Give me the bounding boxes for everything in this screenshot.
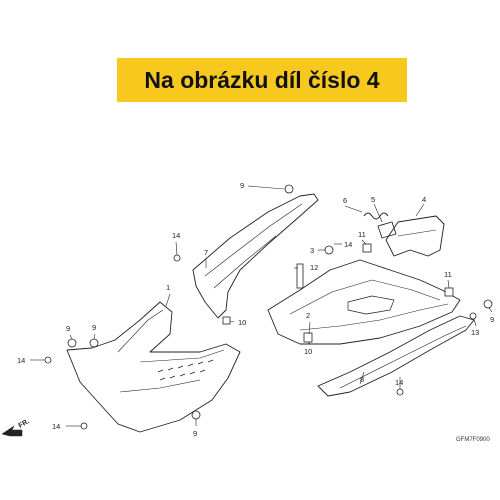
callout-9: 9 [240,181,244,190]
part-2-floor-panel [267,259,461,345]
callout-2: 2 [306,311,310,320]
clip-icon [444,287,454,297]
bolt-icon [67,338,77,348]
clip-icon [222,316,231,325]
clip-icon [303,332,313,343]
bolt-icon [469,312,477,320]
callout-9: 9 [66,324,70,333]
callout-13: 13 [471,328,479,337]
diagram-code: GFM7F0900 [456,437,490,443]
callout-11: 11 [444,270,452,279]
screw-icon [173,254,181,262]
part-1-leg-shield [66,301,241,433]
callout-6: 6 [343,196,347,205]
callout-1: 1 [166,283,170,292]
clip-icon [362,243,372,253]
callout-14: 14 [395,378,403,387]
part-8-side-rail [317,315,475,397]
bolt-icon [89,338,99,348]
callout-12: 12 [310,263,318,272]
callout-14: 14 [344,240,352,249]
callout-9: 9 [490,315,494,324]
part-4-bracket [385,215,445,257]
callout-10: 10 [238,318,246,327]
front-direction-indicator: FR. [1,418,31,437]
part-number-banner: Na obrázku díl číslo 4 [117,58,407,102]
callout-10: 10 [304,347,312,356]
bolt-icon [284,184,294,194]
callout-9: 9 [193,429,197,438]
callout-7: 7 [204,248,208,257]
screw-icon [80,422,88,430]
callout-14: 14 [52,422,60,431]
bolt-icon [296,263,304,289]
callout-14: 14 [172,231,180,240]
screw-icon [396,388,404,396]
bolt-icon [483,299,493,309]
direction-label: FR. [18,418,31,430]
leg-shield-grille [157,359,214,381]
bolt-icon [191,410,201,420]
callout-5: 5 [371,195,375,204]
part-7-side-cover [192,193,319,319]
screw-icon [324,245,334,255]
screw-icon [44,356,52,364]
callout-8: 8 [360,375,364,384]
callout-labels: 9 14 7 1 10 9 9 14 14 9 6 5 4 11 3 14 12… [17,181,494,438]
part-5-box [377,221,397,239]
part-6-spring-clip [363,212,389,220]
callout-9: 9 [92,323,96,332]
callout-11: 11 [358,230,366,239]
callout-4: 4 [422,195,426,204]
callout-14: 14 [17,356,25,365]
fastener-group [44,184,493,430]
callout-3: 3 [310,246,314,255]
direction-arrow-icon [1,425,23,437]
leader-lines [30,185,493,427]
